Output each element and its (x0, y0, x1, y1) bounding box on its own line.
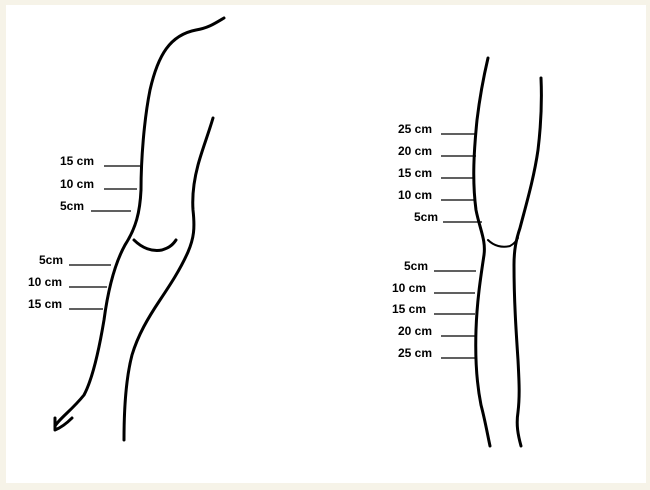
measurement-lines (0, 0, 650, 490)
limb-measurement-diagram: 15 cm 10 cm 5cm 5cm 10 cm 15 cm 25 cm 20… (0, 0, 650, 490)
